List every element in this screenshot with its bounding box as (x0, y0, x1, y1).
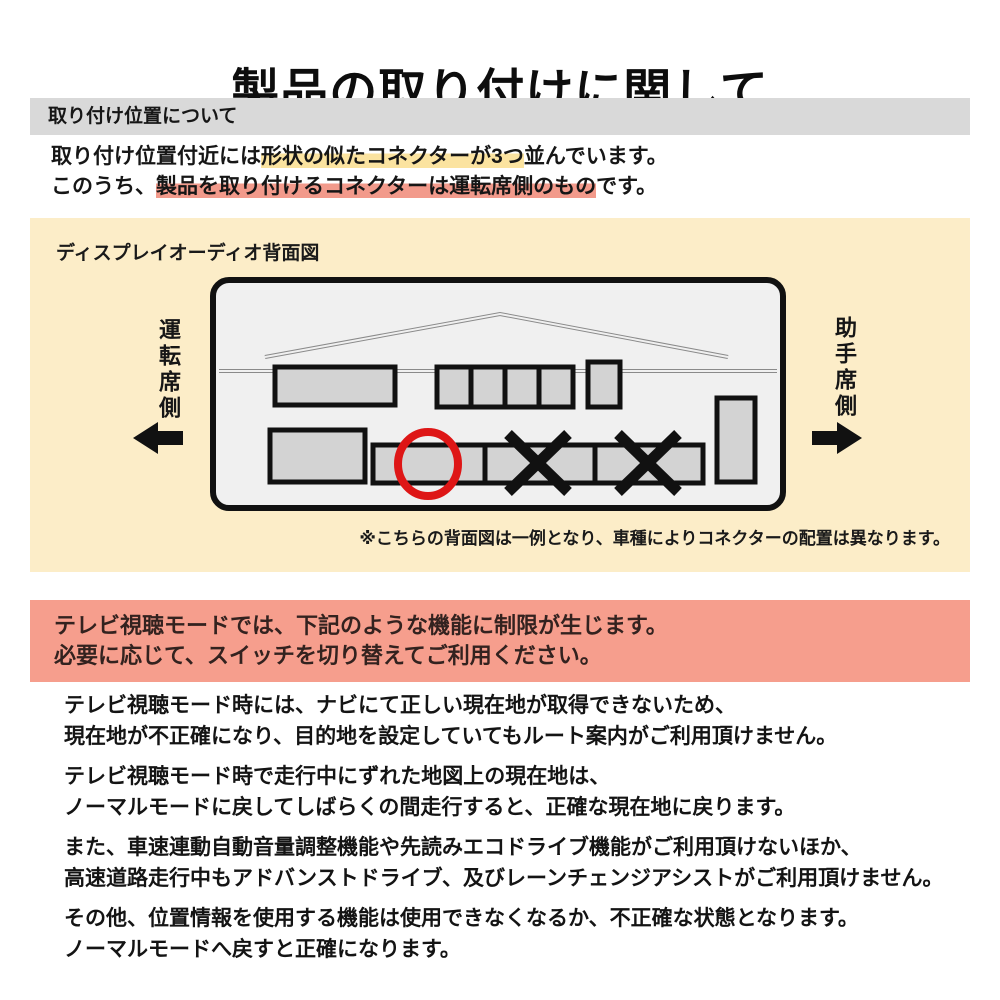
note-paragraph: その他、位置情報を使用する機能は使用できなくなるか、不正確な状態となります。ノー… (30, 903, 970, 965)
note-4-line-1: その他、位置情報を使用する機能は使用できなくなるか、不正確な状態となります。 (64, 907, 859, 930)
intro-line-2-tail: です。 (596, 175, 658, 198)
section-header-installation-position: 取り付け位置について (30, 98, 970, 135)
diagram-panel: ディスプレイオーディオ背面図 運転席側 助手席側 ※こちらの背面図は一例となり、… (30, 218, 970, 572)
intro-line-1: 取り付け位置付近には形状の似たコネクターが3つ並んでいます。 (51, 142, 970, 172)
bottom-left-connector (267, 427, 368, 485)
intro-line-2-text: このうち、 (51, 175, 156, 198)
intro-line-2: このうち、製品を取り付けるコネクターは運転席側のものです。 (51, 172, 970, 202)
driver-side-label: 運転席側 (156, 318, 181, 422)
top-small-connector (585, 359, 623, 410)
note-1-line-1: テレビ視聴モード時には、ナビにて正しい現在地が取得できないため、 (64, 694, 736, 717)
rear-view-diagram (133, 277, 862, 511)
chassis-ridge-line-core (264, 312, 729, 358)
limitation-notes: テレビ視聴モード時には、ナビにて正しい現在地が取得できないため、現在地が不正確に… (30, 690, 970, 974)
tv-mode-warning-banner: テレビ視聴モードでは、下記のような機能に制限が生じます。 必要に応じて、スイッチ… (30, 600, 970, 682)
correct-connector-circle-marker (394, 428, 462, 500)
note-4-line-2: ノーマルモードへ戻すと正確になります。 (64, 938, 461, 961)
intro-line-1-text: 取り付け位置付近には (51, 145, 261, 168)
driver-side-arrow-icon (133, 422, 183, 454)
note-2-line-2: ノーマルモードに戻してしばらくの間走行すると、正確な現在地に戻ります。 (64, 796, 796, 819)
note-paragraph: テレビ視聴モード時には、ナビにて正しい現在地が取得できないため、現在地が不正確に… (30, 690, 970, 752)
wrong-connector-x-marker (614, 430, 682, 496)
diagram-caption: ディスプレイオーディオ背面図 (56, 243, 320, 264)
note-3-line-1: また、車速連動自動音量調整機能や先読みエコドライブ機能がご利用頂けないほか、 (64, 836, 862, 859)
intro-line-2-highlight: 製品を取り付けるコネクターは運転席側のもの (156, 175, 597, 198)
warning-line-2: 必要に応じて、スイッチを切り替えてご利用ください。 (54, 643, 602, 668)
note-3-line-2: 高速道路走行中もアドバンストドライブ、及びレーンチェンジアシストがご利用頂けませ… (64, 867, 944, 890)
diagram-disclaimer-note: ※こちらの背面図は一例となり、車種によりコネクターの配置は異なります。 (359, 529, 950, 548)
wrong-connector-x-marker (504, 430, 572, 496)
note-paragraph: テレビ視聴モード時で走行中にずれた地図上の現在地は、ノーマルモードに戻してしばら… (30, 761, 970, 823)
note-1-line-2: 現在地が不正確になり、目的地を設定していてもルート案内がご利用頂けません。 (64, 725, 838, 748)
note-paragraph: また、車速連動自動音量調整機能や先読みエコドライブ機能がご利用頂けないほか、高速… (30, 832, 970, 894)
intro-line-1-highlight: 形状の似たコネクターが3つ (261, 145, 524, 168)
intro-paragraph: 取り付け位置付近には形状の似たコネクターが3つ並んでいます。 このうち、製品を取… (30, 142, 970, 202)
passenger-side-label: 助手席側 (832, 316, 857, 420)
section-header-label: 取り付け位置について (48, 106, 238, 127)
top-left-connector (272, 364, 398, 408)
right-tall-connector (714, 395, 758, 485)
note-2-line-1: テレビ視聴モード時で走行中にずれた地図上の現在地は、 (64, 765, 611, 788)
warning-line-1: テレビ視聴モードでは、下記のような機能に制限が生じます。 (54, 613, 668, 638)
passenger-side-arrow-icon (812, 422, 862, 454)
intro-line-1-tail: 並んでいます。 (523, 145, 668, 168)
